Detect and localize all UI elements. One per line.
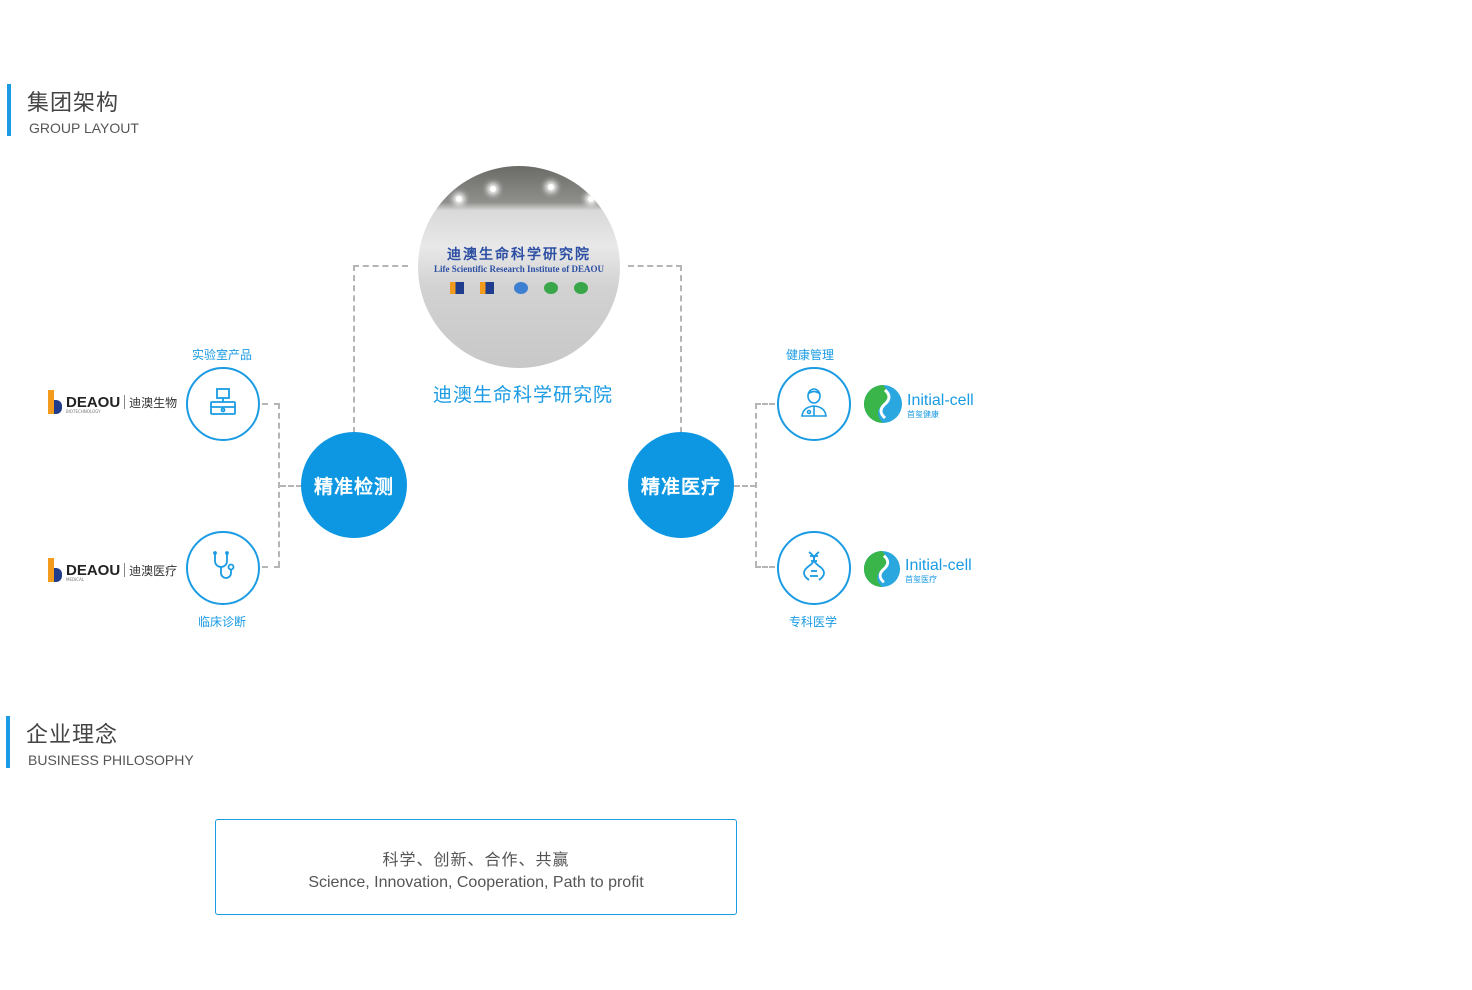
connector-line bbox=[262, 566, 280, 568]
section-subtitle-group: GROUP LAYOUT bbox=[29, 120, 139, 136]
node-caption-health: 健康管理 bbox=[785, 348, 834, 362]
section-title-philosophy: 企业理念 bbox=[26, 723, 119, 748]
institute-sign-en: Life Scientific Research Institute of DE… bbox=[433, 264, 605, 274]
section-title-group: 集团架构 bbox=[27, 91, 120, 116]
initialcell-logo-icon bbox=[863, 384, 903, 428]
connector-line bbox=[755, 403, 757, 567]
brand-initialcell-med: Initial-cell 首玺医疗 bbox=[863, 550, 972, 592]
brand-deaou-med: DEAOU 迪澳医疗 MEDICAL bbox=[48, 555, 177, 585]
connector-line bbox=[278, 403, 280, 567]
section-accent-bar bbox=[6, 716, 10, 768]
partner-mini-logo bbox=[544, 282, 558, 294]
initialcell-logo-icon bbox=[863, 550, 901, 592]
section-subtitle-philosophy: BUSINESS PHILOSOPHY bbox=[28, 752, 194, 768]
lab-equipment-icon bbox=[206, 385, 240, 423]
philosophy-box: 科学、创新、合作、共赢 Science, Innovation, Coopera… bbox=[215, 819, 737, 915]
deaou-mini-logo bbox=[450, 282, 464, 294]
partner-mini-logo bbox=[514, 282, 528, 294]
partner-mini-logo bbox=[574, 282, 588, 294]
institute-label: 迪澳生命科学研究院 bbox=[432, 384, 613, 406]
connector-line bbox=[755, 403, 775, 405]
node-caption-lab: 实验室产品 bbox=[191, 348, 252, 362]
node-health bbox=[777, 367, 851, 441]
institute-sign-cn: 迪澳生命科学研究院 bbox=[447, 247, 591, 263]
deaou-mini-logo bbox=[480, 282, 494, 294]
node-clinic bbox=[186, 531, 260, 605]
connector-line bbox=[353, 265, 355, 433]
connector-line bbox=[734, 485, 756, 487]
philosophy-line-en: Science, Innovation, Cooperation, Path t… bbox=[308, 874, 644, 891]
connector-line bbox=[755, 566, 775, 568]
stethoscope-icon bbox=[206, 549, 240, 587]
philosophy-line-cn: 科学、创新、合作、共赢 bbox=[382, 850, 570, 869]
node-lab bbox=[186, 367, 260, 441]
doctor-icon bbox=[797, 385, 831, 423]
node-caption-specialty: 专科医学 bbox=[788, 615, 837, 629]
connector-line bbox=[280, 485, 302, 487]
connector-line bbox=[628, 265, 682, 267]
connector-line bbox=[262, 403, 280, 405]
connector-line bbox=[353, 265, 408, 267]
brand-deaou-bio: DEAOU 迪澳生物 BIOTECHNOLOGY bbox=[48, 387, 177, 417]
hub-precision-medicine: 精准医疗 bbox=[628, 432, 734, 538]
hub-precision-testing: 精准检测 bbox=[301, 432, 407, 538]
connector-line bbox=[680, 265, 682, 433]
deaou-logo-icon bbox=[48, 390, 62, 414]
institute-photo: 迪澳生命科学研究院 Life Scientific Research Insti… bbox=[418, 166, 620, 368]
brand-initialcell-health: Initial-cell 首玺健康 bbox=[863, 384, 974, 428]
node-caption-clinic: 临床诊断 bbox=[197, 615, 246, 629]
deaou-logo-icon bbox=[48, 558, 62, 582]
section-accent-bar bbox=[7, 84, 11, 136]
node-specialty bbox=[777, 531, 851, 605]
dna-icon bbox=[797, 549, 831, 587]
